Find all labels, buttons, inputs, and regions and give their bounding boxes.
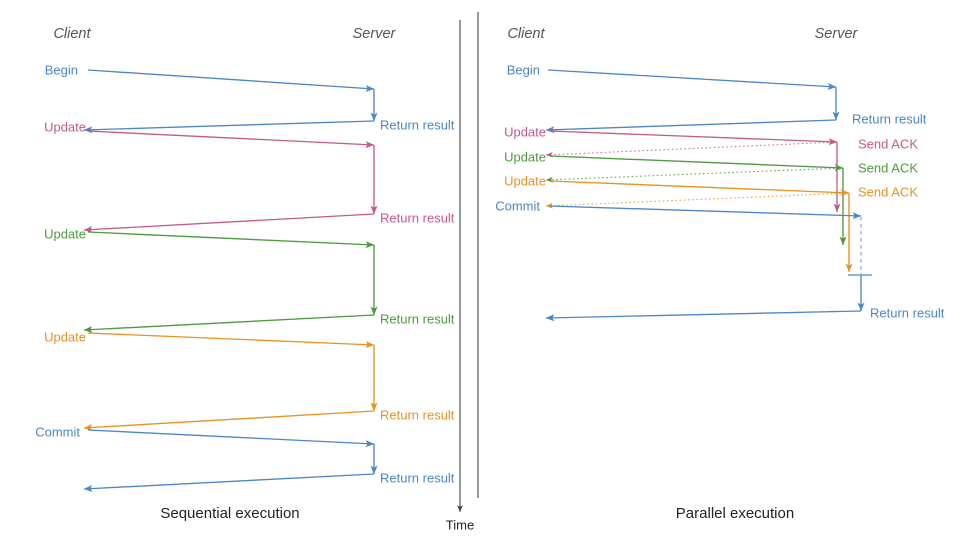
actor-label-server: Server <box>815 26 859 42</box>
message-label: Send ACK <box>858 184 918 199</box>
actor-label-client: Client <box>507 26 545 42</box>
message-label: Return result <box>380 311 455 326</box>
message-label: Update <box>44 329 86 344</box>
actor-label-client: Client <box>53 26 91 42</box>
flow-begin-request <box>87 69 375 92</box>
actor-label-server: Server <box>353 26 397 42</box>
message-label: Begin <box>507 62 540 77</box>
message-label: Commit <box>495 198 540 213</box>
flow-begin-request <box>547 69 837 91</box>
panel-caption: Sequential execution <box>160 505 299 522</box>
message-label: Return result <box>380 117 455 132</box>
message-label: Update <box>44 226 86 241</box>
message-label: Return result <box>380 210 455 225</box>
message-label: Return result <box>852 111 927 126</box>
flow-update3-request <box>87 332 375 349</box>
flow-update1-reply <box>83 213 375 234</box>
flow-update2-request <box>87 231 375 249</box>
flow-update1-ack <box>545 141 838 158</box>
flow-update2-reply <box>83 314 375 334</box>
message-label: Begin <box>45 62 78 77</box>
message-label: Return result <box>380 407 455 422</box>
panel-caption: Parallel execution <box>676 505 794 522</box>
message-label: Update <box>504 173 546 188</box>
message-label: Send ACK <box>858 160 918 175</box>
flow-commit-reply <box>83 473 375 493</box>
flow-update2-ack <box>545 167 844 183</box>
time-axis-label: Time <box>446 517 474 532</box>
flow-begin-reply <box>83 120 375 134</box>
message-label: Update <box>504 124 546 139</box>
flow-update3-reply <box>83 410 375 432</box>
message-label: Return result <box>870 305 945 320</box>
flow-update2-request <box>549 155 844 172</box>
flow-update3-ack <box>545 192 850 209</box>
flow-begin-reply <box>545 119 837 134</box>
message-label: Update <box>504 149 546 164</box>
message-label: Update <box>44 119 86 134</box>
message-label: Commit <box>35 424 80 439</box>
flow-commit-reply <box>545 310 862 322</box>
message-label: Return result <box>380 470 455 485</box>
flow-commit-request <box>549 205 862 220</box>
flow-update1-request <box>549 130 838 146</box>
flow-update1-request <box>87 130 375 149</box>
time-axis: Time <box>446 20 474 532</box>
flow-update3-request <box>549 180 850 197</box>
flow-commit-request <box>87 429 375 448</box>
message-label: Send ACK <box>858 136 918 151</box>
